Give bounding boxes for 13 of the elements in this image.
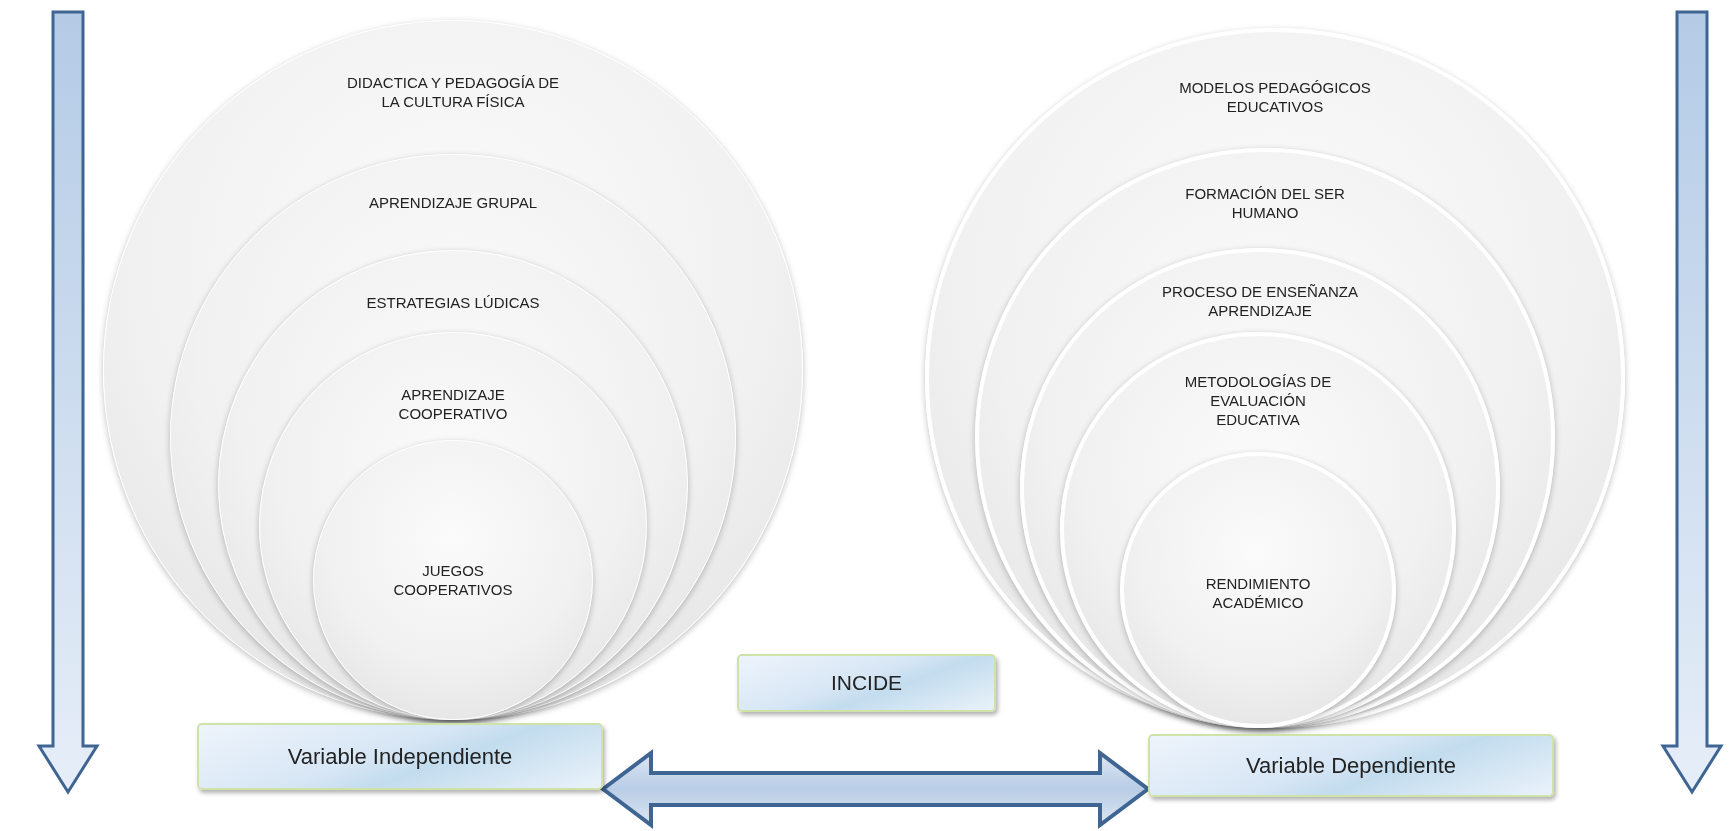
circle-label: APRENDIZAJE GRUPAL	[367, 193, 539, 212]
circle-label: JUEGOS COOPERATIVOS	[392, 561, 514, 599]
circle-label: FORMACIÓN DEL SER HUMANO	[1184, 184, 1346, 222]
label-box: Variable Independiente	[197, 723, 603, 790]
label-box: INCIDE	[737, 654, 996, 712]
circle-label: ESTRATEGIAS LÚDICAS	[365, 293, 541, 312]
label-box: Variable Dependiente	[1148, 734, 1554, 797]
circle-label: PROCESO DE ENSEÑANZA APRENDIZAJE	[1161, 282, 1359, 320]
circle-label: RENDIMIENTO ACADÉMICO	[1204, 574, 1312, 612]
circle-label: METODOLOGÍAS DE EVALUACIÓN EDUCATIVA	[1183, 372, 1333, 429]
circle-label: MODELOS PEDAGÓGICOS EDUCATIVOS	[1178, 78, 1372, 116]
circle-label: DIDACTICA Y PEDAGOGÍA DE LA CULTURA FÍSICA	[346, 73, 560, 111]
circle-label: APRENDIZAJE COOPERATIVO	[397, 385, 509, 423]
